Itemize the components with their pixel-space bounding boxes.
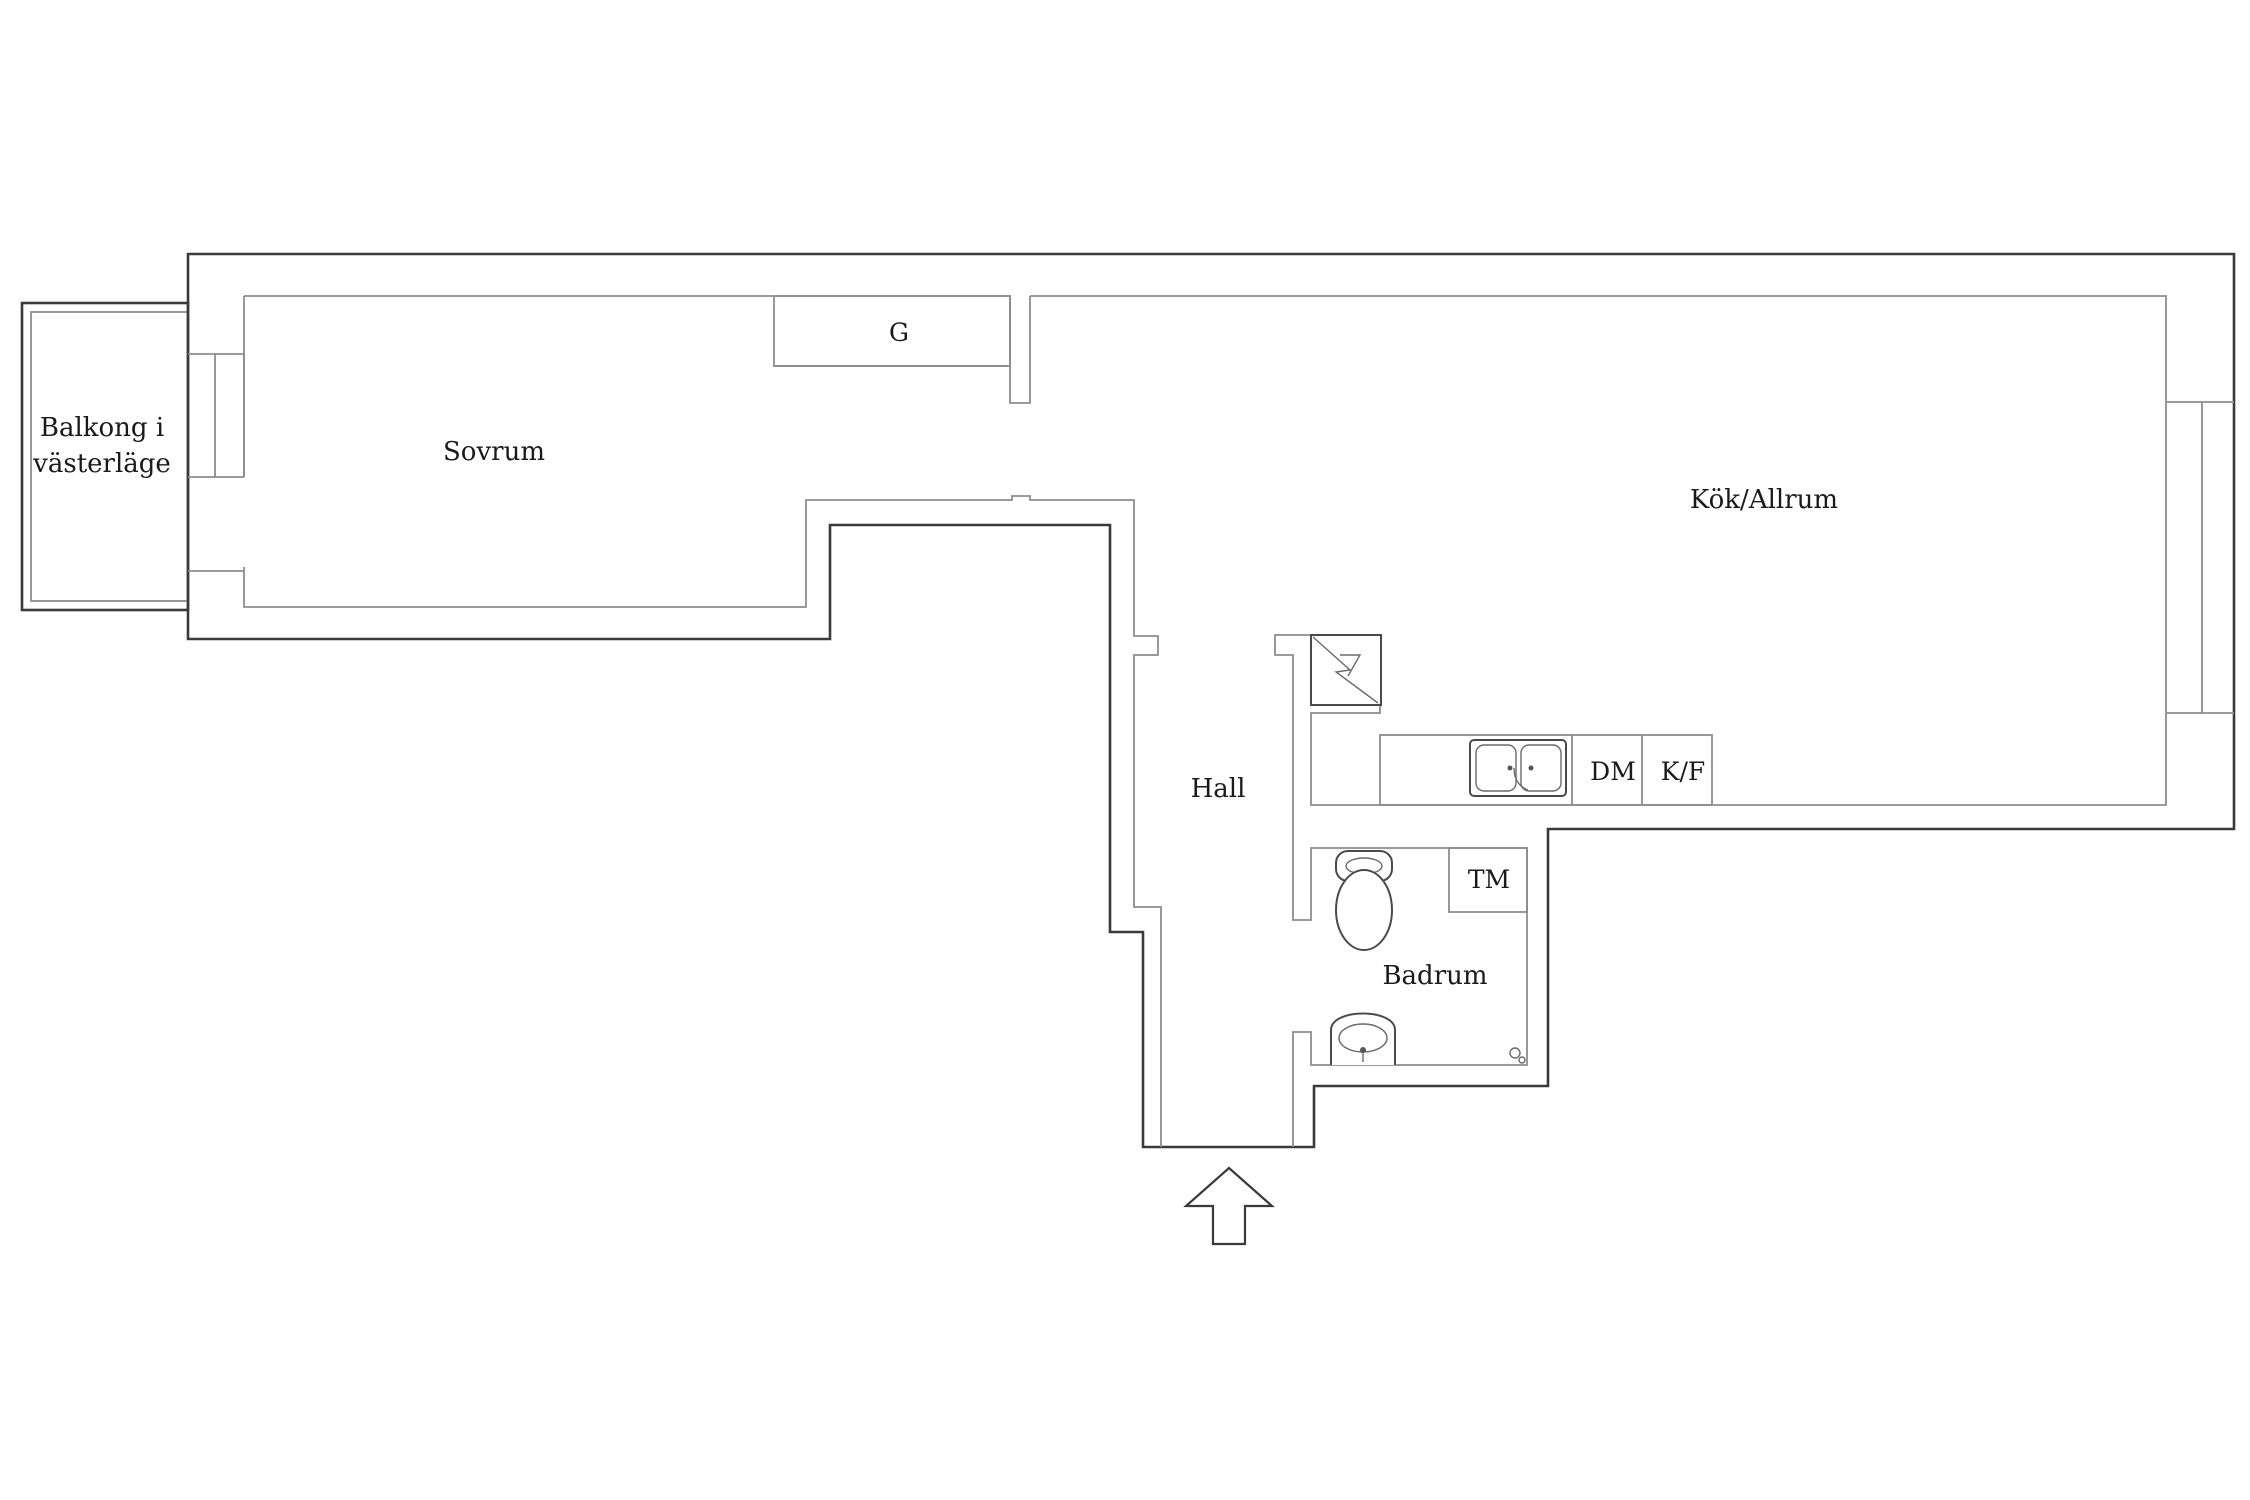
kitchen-window xyxy=(2166,401,2234,714)
outer-wall xyxy=(186,252,2236,1149)
toilet-icon xyxy=(1335,850,1393,951)
hall-label: Hall xyxy=(1191,774,1246,804)
kok-allrum-label: Kök/Allrum xyxy=(1690,485,1838,515)
kok-inner-wall xyxy=(1030,295,2167,1147)
balkong-label-line1: Balkong i xyxy=(40,413,164,443)
diskmaskin-label: DM xyxy=(1590,757,1636,786)
garderob-label: G xyxy=(889,318,909,347)
entrance-arrow-icon xyxy=(1183,1166,1275,1246)
washbasin-icon xyxy=(1330,1012,1396,1065)
sovrum-inner-wall xyxy=(243,295,1162,1147)
partition-wall xyxy=(1009,296,1031,404)
kitchen-counter xyxy=(1379,734,1713,806)
balcony-door xyxy=(188,353,245,572)
balkong-label-line2: västerläge xyxy=(32,449,171,479)
floor-drain-icon xyxy=(1509,1047,1526,1064)
stove-icon xyxy=(1310,634,1382,706)
washing-machine xyxy=(1448,847,1528,913)
kyl-frys-label: K/F xyxy=(1661,757,1705,786)
tvattmaskin-label: TM xyxy=(1468,865,1510,894)
kitchen-sink-icon xyxy=(1469,739,1567,797)
badrum-label: Badrum xyxy=(1382,961,1487,991)
sovrum-label: Sovrum xyxy=(443,437,545,467)
